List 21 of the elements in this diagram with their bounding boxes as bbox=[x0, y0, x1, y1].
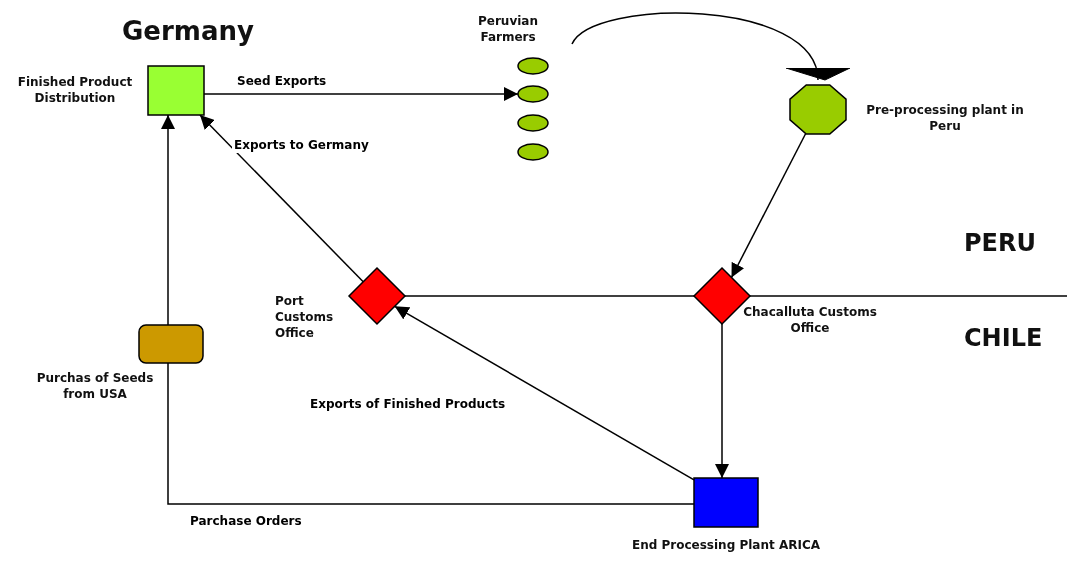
node-label: Finished Product Distribution bbox=[16, 74, 134, 106]
node-label: Port Customs Office bbox=[275, 293, 335, 341]
node-label: Purchas of Seeds from USA bbox=[35, 370, 155, 402]
node-label: Chacalluta Customs Office bbox=[742, 304, 878, 336]
arrow bbox=[199, 114, 364, 283]
node-label: Peruvian Farmers bbox=[477, 13, 539, 45]
arrow bbox=[161, 114, 175, 326]
region-label: CHILE bbox=[964, 324, 1043, 352]
region-label: Germany bbox=[122, 16, 254, 46]
edge-label: Seed Exports bbox=[235, 74, 329, 89]
node-label: Pre-processing plant in Peru bbox=[865, 102, 1025, 134]
arrow bbox=[571, 12, 847, 81]
connector-line bbox=[167, 362, 695, 505]
arrow bbox=[730, 132, 807, 279]
arrow bbox=[393, 305, 695, 481]
region-label: PERU bbox=[964, 229, 1036, 257]
connector-line bbox=[404, 295, 695, 297]
edge-label: Exports to Germany bbox=[232, 138, 371, 153]
edge-label: Exports of Finished Products bbox=[308, 397, 508, 412]
arrow bbox=[715, 323, 729, 479]
node-label: End Processing Plant ARICA bbox=[631, 537, 821, 553]
